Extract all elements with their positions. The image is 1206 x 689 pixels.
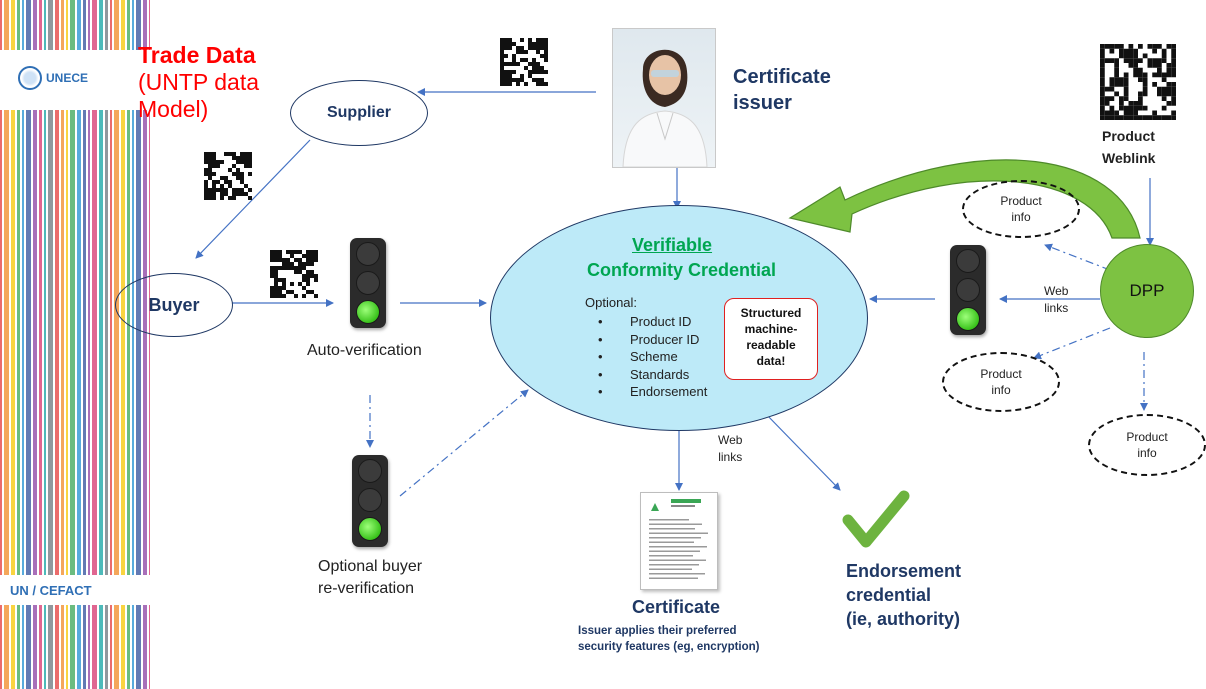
traffic-lamp-off — [956, 278, 980, 302]
callout-line: machine- — [744, 322, 798, 336]
arrow-supplier-to-buyer — [195, 139, 311, 259]
trade-data-subtitle-2: Model) — [138, 96, 209, 122]
endorsement-label-3: (ie, authority) — [846, 609, 961, 629]
supplier-node: Supplier — [290, 80, 428, 146]
traffic-lamp-off — [956, 249, 980, 273]
un-cefact-label: UN / CEFACT — [10, 583, 92, 598]
list-item: •Standards — [598, 366, 690, 382]
traffic-lamp-green — [956, 307, 980, 331]
sidebar-decoration: UNECE UN / CEFACT — [0, 0, 150, 689]
endorsement-label-2: credential — [846, 585, 932, 605]
traffic-lamp-off — [358, 488, 382, 512]
arrow-reverify-to-credential — [399, 389, 529, 497]
list-item: •Scheme — [598, 349, 678, 364]
list-item: •Endorsement — [598, 384, 708, 399]
checkmark-icon — [842, 490, 910, 548]
traffic-lamp-off — [356, 242, 380, 266]
traffic-light-reverification — [352, 455, 388, 547]
credential-items-list: •Product ID •Producer ID •Scheme •Standa… — [598, 314, 707, 402]
issuer-photo — [612, 28, 716, 168]
callout-line: Structured — [740, 306, 802, 320]
certificate-issuer-label-2: issuer — [733, 92, 792, 114]
unece-label: UNECE — [46, 71, 89, 85]
product-weblink-label-1: Product — [1102, 128, 1155, 144]
certificate-note-1: Issuer applies their preferred — [578, 625, 737, 637]
traffic-light-auto-verification — [350, 238, 386, 328]
endorsement-label-1: Endorsement — [846, 561, 962, 581]
reverification-label-1: Optional buyer — [318, 558, 423, 575]
traffic-lamp-green — [356, 300, 380, 324]
callout-line: readable — [746, 338, 796, 352]
credential-title-1: Verifiable — [632, 235, 713, 255]
unece-logo: UNECE — [18, 66, 88, 90]
datamatrix-code-icon — [1100, 44, 1176, 120]
traffic-lamp-green — [358, 517, 382, 541]
credential-title-2: Conformity Credential — [587, 260, 777, 280]
dpp-node: DPP — [1100, 244, 1194, 338]
list-item: •Producer ID — [598, 331, 700, 347]
qr-code-icon — [500, 38, 548, 86]
dpp-label: DPP — [1129, 281, 1165, 300]
auto-verification-label: Auto-verification — [307, 342, 422, 359]
arrow-dpp-to-info-mid — [1033, 327, 1111, 360]
scientist-person-icon — [622, 49, 708, 167]
buyer-label: Buyer — [148, 294, 200, 315]
credential-optional-label: Optional: — [585, 295, 638, 310]
callout-line: data! — [756, 354, 786, 368]
product-weblink-label-2: Weblink — [1102, 150, 1156, 166]
traffic-light-dpp — [950, 245, 986, 335]
supplier-label: Supplier — [326, 104, 391, 121]
structured-data-callout: Structured machine- readable data! — [724, 298, 818, 380]
un-emblem-icon — [18, 66, 42, 90]
qr-code-icon — [270, 250, 318, 298]
trade-data-title: Trade Data — [138, 42, 256, 68]
certificate-note-2: security features (eg, encryption) — [578, 641, 760, 653]
list-item: •Product ID — [598, 314, 692, 329]
reverification-label-2: re-verification — [318, 580, 415, 597]
certificate-document-icon — [640, 492, 718, 590]
traffic-lamp-off — [358, 459, 382, 483]
certificate-issuer-label-1: Certificate — [733, 66, 831, 88]
sidebar-stripes-graphic — [0, 0, 150, 689]
arrow-dpp-to-info-top — [1044, 243, 1111, 271]
arrow-credential-to-endorsement — [763, 411, 841, 491]
buyer-node: Buyer — [115, 273, 233, 337]
qr-code-icon — [204, 152, 252, 200]
trade-data-subtitle-1: (UNTP data — [138, 69, 260, 95]
traffic-lamp-off — [356, 271, 380, 295]
certificate-title: Certificate — [632, 597, 721, 617]
